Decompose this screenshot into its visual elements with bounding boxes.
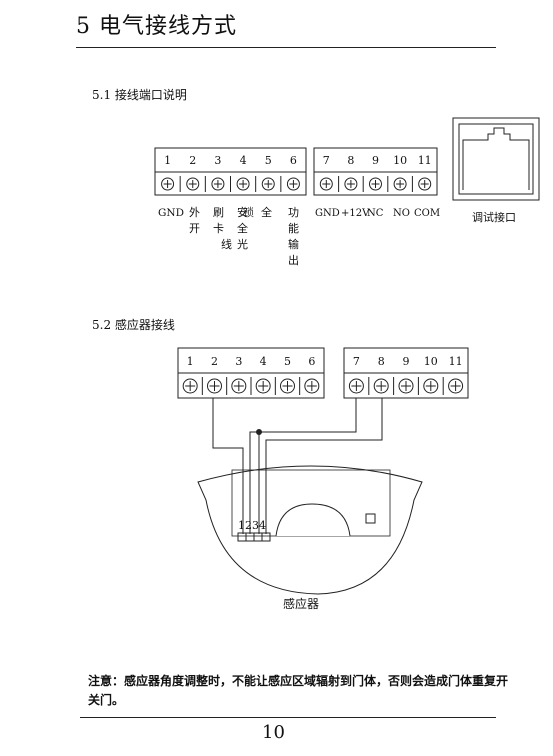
svg-text:安: 安 [237, 205, 248, 219]
screw-terminal-icon [255, 378, 271, 394]
terminal-number: 7 [353, 355, 360, 368]
terminal-number: 10 [424, 355, 438, 368]
junction-dot [256, 429, 262, 435]
screw-terminal-icon [207, 378, 222, 394]
screw-terminal-icon [231, 378, 247, 394]
screw-terminal-icon [261, 177, 275, 191]
sensor-body [197, 465, 423, 595]
header-rule [76, 47, 496, 48]
svg-text:输: 输 [288, 237, 299, 251]
screw-terminal-icon [393, 177, 407, 191]
label-gnd-left: GND [158, 207, 184, 219]
screw-terminal-icon [211, 177, 225, 191]
debug-port-icon [452, 117, 540, 201]
terminal-number: 1 [164, 154, 171, 167]
terminal-number: 3 [214, 154, 221, 167]
screw-terminal-icon [280, 378, 295, 394]
label-card-swipe-line: 刷 卡 线 [213, 206, 232, 251]
screw-terminal-icon [186, 177, 200, 191]
terminal-number: 4 [260, 355, 267, 368]
svg-text:出: 出 [288, 253, 299, 267]
svg-text:线: 线 [221, 237, 232, 251]
terminal-number: 3 [235, 355, 242, 368]
sensor-label: 感应器 [283, 596, 319, 611]
label-no: NO [393, 208, 410, 219]
terminal-number: 7 [323, 154, 330, 167]
screw-terminal-icon [398, 378, 414, 394]
svg-text:卡: 卡 [213, 222, 224, 235]
svg-text:能: 能 [288, 221, 299, 235]
svg-text:光: 光 [237, 237, 248, 251]
terminal-number: 6 [290, 154, 297, 167]
terminal-number: 6 [308, 355, 315, 368]
terminal-number: 8 [347, 154, 354, 167]
terminal-number: 2 [189, 154, 196, 167]
screw-terminal-icon [304, 378, 320, 394]
port-description-diagram: 1 2 3 4 5 6 7 8 9 10 11 GND 外 开 刷 卡 线 安 锁 全 光 全 功… [154, 117, 540, 267]
screw-terminal-icon [369, 177, 382, 191]
screw-terminal-icon [448, 378, 464, 394]
label-function-output: 功 能 输 出 [288, 206, 299, 267]
section-heading-port-description: 5.1 接线端口说明 [92, 88, 187, 102]
svg-text:刷: 刷 [213, 206, 224, 219]
label-full: 全 [261, 205, 272, 219]
label-safety-beam: 安 锁 全 光 [237, 205, 254, 251]
terminal-number: 5 [284, 355, 291, 368]
label-nc: NC [367, 208, 384, 219]
terminal-number: 10 [393, 154, 407, 167]
screw-terminal-icon [373, 378, 389, 394]
terminal-number: 11 [449, 355, 463, 368]
screw-terminal-icon [348, 378, 364, 394]
terminal-number: 9 [403, 355, 410, 368]
screw-terminal-icon [319, 177, 333, 191]
svg-text:锁: 锁 [243, 205, 254, 219]
label-12v: +12V [341, 208, 370, 219]
screw-terminal-icon [286, 177, 300, 191]
page-number: 10 [262, 722, 285, 743]
svg-text:全: 全 [237, 221, 248, 235]
svg-text:功: 功 [288, 206, 299, 219]
terminal-number: 4 [240, 154, 247, 167]
terminal-number: 11 [418, 154, 432, 167]
screw-terminal-icon [182, 378, 198, 394]
terminal-number: 5 [265, 154, 272, 167]
section-heading-sensor-wiring: 5.2 感应器接线 [92, 318, 175, 332]
terminal-number: 1 [187, 355, 194, 368]
screw-terminal-icon [236, 177, 250, 191]
chapter-title: 5 电气接线方式 [76, 14, 237, 39]
sensor-pin-numbers: 1234 [238, 519, 266, 532]
svg-text:开: 开 [189, 222, 200, 235]
screw-terminal-icon [161, 177, 175, 191]
warning-note: 注意：感应器角度调整时，不能让感应区域辐射到门体，否则会造成门体重复开关门。 [88, 674, 509, 707]
footer-rule [80, 717, 496, 718]
terminal-number: 2 [211, 355, 218, 368]
screw-terminal-icon [344, 177, 358, 191]
label-com: COM [414, 208, 440, 219]
screw-terminal-icon [423, 378, 439, 394]
terminal-number: 8 [378, 355, 385, 368]
screw-terminal-icon [418, 177, 432, 191]
label-gnd-right: GND [315, 208, 340, 219]
debug-port-label: 调试接口 [472, 211, 516, 224]
svg-text:外: 外 [189, 206, 200, 219]
terminal-number: 9 [372, 154, 379, 167]
label-external-open: 外 开 [189, 206, 200, 235]
